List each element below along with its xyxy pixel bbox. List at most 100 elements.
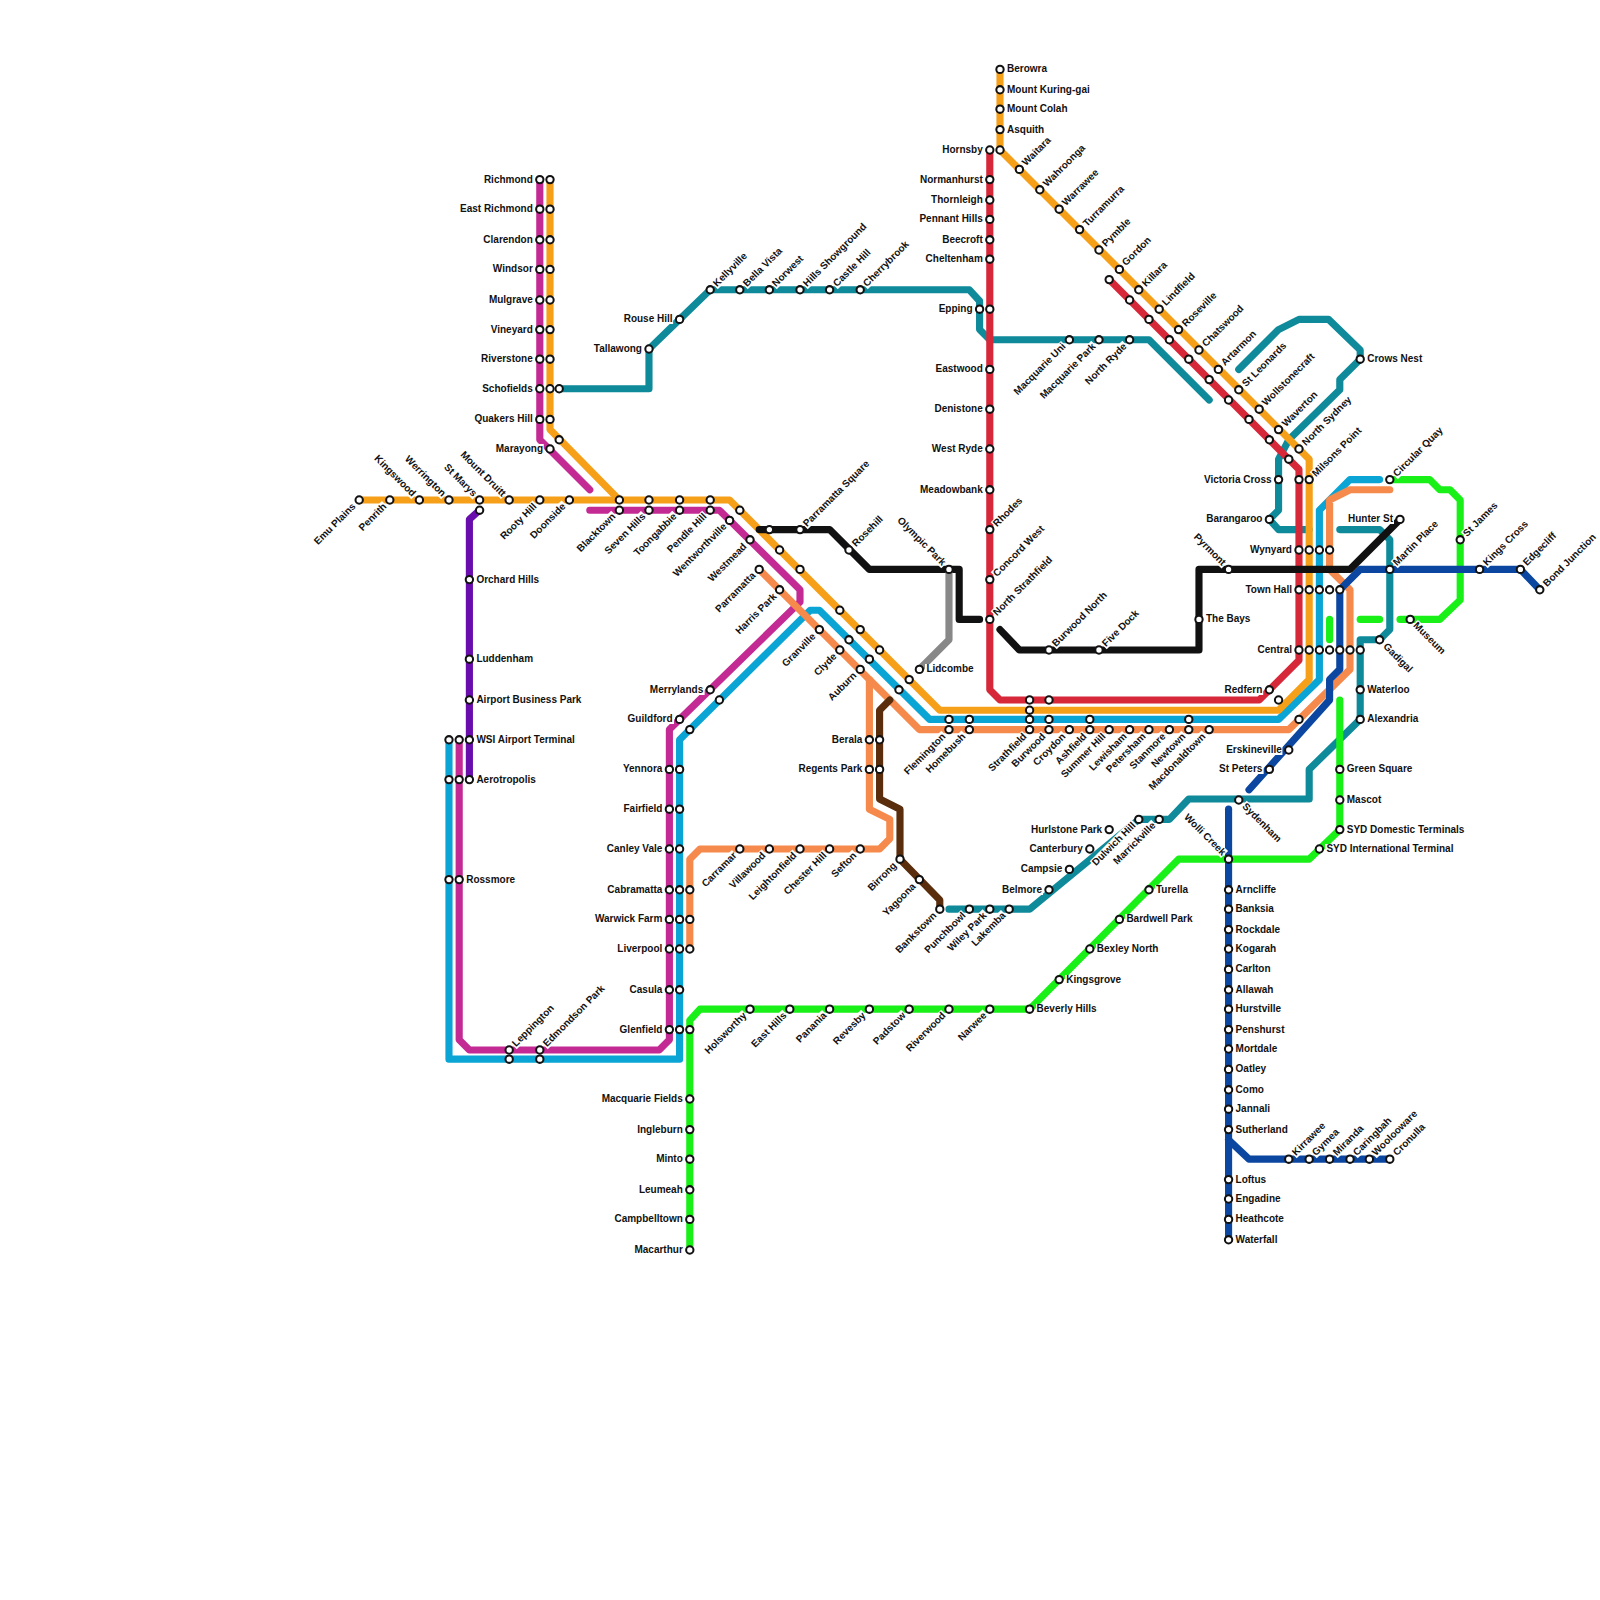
station-label: Glenfield bbox=[619, 1025, 664, 1035]
station-dot bbox=[1145, 316, 1152, 323]
station-label: Liverpool bbox=[616, 944, 663, 954]
station-dot bbox=[506, 1056, 513, 1063]
station-dot bbox=[1026, 1006, 1033, 1013]
station-label: Artarmon bbox=[1219, 328, 1259, 368]
station-dot bbox=[666, 886, 673, 893]
station-dot bbox=[1135, 816, 1142, 823]
station-label: Killara bbox=[1139, 259, 1169, 289]
station-label: Turella bbox=[1155, 885, 1189, 895]
station-dot bbox=[866, 656, 873, 663]
station-label: Harris Park bbox=[733, 590, 779, 636]
station-label: Granville bbox=[780, 630, 819, 669]
station-dot bbox=[445, 736, 452, 743]
station-dot bbox=[1275, 426, 1282, 433]
station-dot bbox=[1156, 816, 1163, 823]
station-label: Berowra bbox=[1006, 64, 1048, 74]
station-dot bbox=[1086, 726, 1093, 733]
station-dot bbox=[857, 845, 864, 852]
station-dot bbox=[686, 1246, 693, 1253]
station-label: Pyrmont bbox=[1191, 532, 1228, 569]
station-dot bbox=[1026, 707, 1033, 714]
station-dot bbox=[1185, 356, 1192, 363]
rail-line bbox=[690, 680, 890, 949]
station-dot bbox=[686, 945, 693, 952]
station-label: Lindfield bbox=[1160, 271, 1198, 309]
station-label: Epping bbox=[938, 304, 974, 314]
station-dot bbox=[556, 436, 563, 443]
station-dot bbox=[1357, 686, 1364, 693]
station-dot bbox=[536, 236, 543, 243]
station-label: Regents Park bbox=[797, 764, 863, 774]
station-label: Wolli Creek bbox=[1181, 812, 1228, 859]
station-dot bbox=[796, 526, 803, 533]
station-dot bbox=[566, 496, 573, 503]
station-label: Leumeah bbox=[638, 1185, 684, 1195]
station-dot bbox=[686, 1026, 693, 1033]
station-label: Auburn bbox=[826, 670, 860, 704]
station-label: St Peters bbox=[1218, 764, 1263, 774]
station-dot bbox=[1095, 336, 1102, 343]
station-dot bbox=[1006, 906, 1013, 913]
station-label: Central bbox=[1257, 645, 1293, 655]
station-dot bbox=[1285, 456, 1292, 463]
station-dot bbox=[916, 666, 923, 673]
station-dot bbox=[986, 146, 993, 153]
station-label: Emu Plains bbox=[312, 501, 359, 548]
station-dot bbox=[1066, 726, 1073, 733]
station-dot bbox=[816, 626, 823, 633]
station-label: Meadowbank bbox=[919, 485, 984, 495]
station-label: Town Hall bbox=[1244, 585, 1292, 595]
station-dot bbox=[1517, 566, 1524, 573]
station-dot bbox=[546, 416, 553, 423]
rail-line bbox=[1390, 480, 1460, 620]
station-dot bbox=[906, 676, 913, 683]
station-label: Jannali bbox=[1235, 1104, 1271, 1114]
station-dot bbox=[986, 236, 993, 243]
station-dot bbox=[1306, 1156, 1313, 1163]
station-dot bbox=[1225, 1236, 1232, 1243]
station-dot bbox=[1536, 586, 1543, 593]
station-dot bbox=[1225, 566, 1232, 573]
station-label: SYD Domestic Terminals bbox=[1346, 825, 1466, 835]
station-dot bbox=[1306, 546, 1313, 553]
station-dot bbox=[746, 536, 753, 543]
rail-line bbox=[1326, 619, 1333, 639]
rail-line bbox=[1225, 809, 1232, 1240]
station-dot bbox=[1086, 845, 1093, 852]
station-dot bbox=[986, 526, 993, 533]
station-label: Museum bbox=[1411, 620, 1448, 657]
station-dot bbox=[445, 876, 452, 883]
station-dot bbox=[1235, 796, 1242, 803]
station-dot bbox=[996, 146, 1003, 153]
station-dot bbox=[986, 906, 993, 913]
station-dot bbox=[796, 566, 803, 573]
station-dot bbox=[686, 1156, 693, 1163]
station-dot bbox=[546, 385, 553, 392]
station-dot bbox=[536, 1056, 543, 1063]
station-label: Hurlstone Park bbox=[1030, 825, 1103, 835]
station-dot bbox=[986, 216, 993, 223]
station-label: East Richmond bbox=[459, 204, 534, 214]
station-label: Kingsgrove bbox=[1065, 975, 1122, 985]
station-label: Canley Vale bbox=[606, 844, 664, 854]
station-dot bbox=[986, 486, 993, 493]
station-dot bbox=[996, 86, 1003, 93]
station-label: Riverwood bbox=[904, 1010, 949, 1055]
station-dot bbox=[1366, 1156, 1373, 1163]
station-dot bbox=[686, 1186, 693, 1193]
station-dot bbox=[1086, 945, 1093, 952]
station-dot bbox=[826, 286, 833, 293]
station-label: Edgecliff bbox=[1521, 530, 1559, 568]
station-label: Riverstone bbox=[480, 354, 534, 364]
station-dot bbox=[866, 1006, 873, 1013]
station-dot bbox=[466, 736, 473, 743]
station-dot bbox=[666, 986, 673, 993]
station-dot bbox=[466, 776, 473, 783]
station-dot bbox=[1045, 886, 1052, 893]
station-dot bbox=[645, 507, 652, 514]
station-dot bbox=[506, 496, 513, 503]
station-label: Macarthur bbox=[633, 1245, 683, 1255]
station-label: Thornleigh bbox=[930, 195, 984, 205]
station-label: Yennora bbox=[622, 764, 663, 774]
